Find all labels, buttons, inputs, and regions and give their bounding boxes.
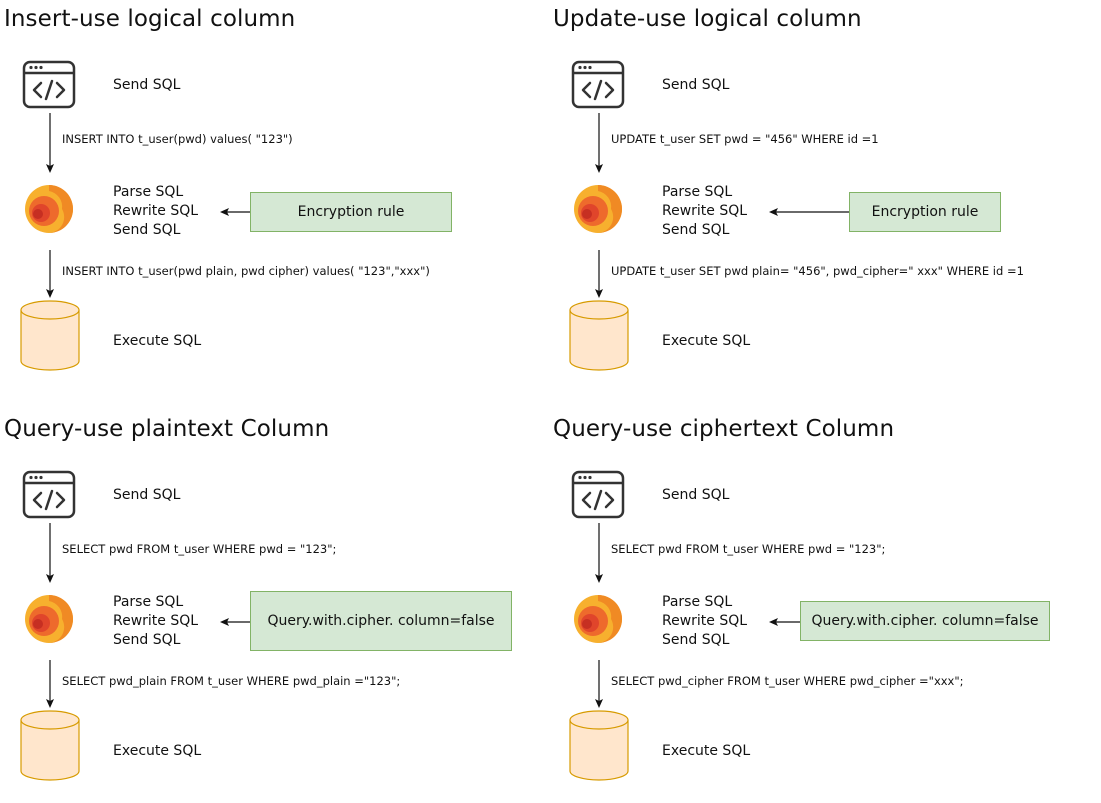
panel-title: Query-use ciphertext Column (553, 416, 895, 442)
rewrite-sql-label: Rewrite SQL (113, 203, 199, 219)
database-icon (20, 710, 80, 781)
arrow-left (769, 208, 849, 216)
arrow-down (46, 113, 54, 173)
execute-sql-label: Execute SQL (662, 743, 751, 759)
code-window-icon (22, 470, 76, 519)
panel-title: Query-use plaintext Column (4, 416, 330, 442)
panel-title: Update-use logical column (553, 6, 862, 32)
rewrite-sql-label: Rewrite SQL (113, 613, 199, 629)
database-icon (20, 300, 80, 371)
arrow-left (220, 618, 250, 626)
shardingsphere-logo-icon (574, 595, 622, 643)
parse-sql-label: Parse SQL (113, 594, 184, 610)
sql-output-text: INSERT INTO t_user(pwd plain, pwd cipher… (62, 264, 430, 278)
send-sql-label: Send SQL (662, 77, 730, 93)
panel-update: Update-use logical column Send SQL UPDAT… (549, 0, 1099, 393)
execute-sql-label: Execute SQL (113, 333, 202, 349)
send-sql-label-2: Send SQL (662, 632, 730, 648)
sql-output-text: UPDATE t_user SET pwd plain= "456", pwd_… (611, 264, 1024, 278)
send-sql-label-2: Send SQL (113, 222, 181, 238)
query-with-cipher-rule-box: Query.with.cipher. column=false (800, 601, 1050, 641)
parse-sql-label: Parse SQL (113, 184, 184, 200)
arrow-down (46, 660, 54, 708)
arrow-left (220, 208, 250, 216)
arrow-left (769, 618, 800, 626)
panel-query-ciphertext: Query-use ciphertext Column Send SQL SEL… (549, 410, 1099, 803)
execute-sql-label: Execute SQL (113, 743, 202, 759)
code-window-icon (22, 60, 76, 109)
send-sql-label: Send SQL (113, 77, 181, 93)
encryption-rule-box: Encryption rule (250, 192, 452, 232)
database-icon (569, 300, 629, 371)
database-icon (569, 710, 629, 781)
sql-input-text: UPDATE t_user SET pwd = "456" WHERE id =… (611, 132, 879, 146)
arrow-down (595, 660, 603, 708)
arrow-down (595, 523, 603, 583)
shardingsphere-logo-icon (574, 185, 622, 233)
rewrite-sql-label: Rewrite SQL (662, 203, 748, 219)
sql-output-text: SELECT pwd_cipher FROM t_user WHERE pwd_… (611, 674, 964, 688)
sql-input-text: INSERT INTO t_user(pwd) values( "123") (62, 132, 293, 146)
send-sql-label: Send SQL (662, 487, 730, 503)
send-sql-label-2: Send SQL (662, 222, 730, 238)
shardingsphere-logo-icon (25, 595, 73, 643)
encryption-rule-box: Encryption rule (849, 192, 1001, 232)
arrow-down (595, 250, 603, 298)
arrow-down (46, 250, 54, 298)
code-window-icon (571, 60, 625, 109)
parse-sql-label: Parse SQL (662, 184, 733, 200)
code-window-icon (571, 470, 625, 519)
panel-title: Insert-use logical column (4, 6, 296, 32)
panel-insert: Insert-use logical column Send SQL INSER… (0, 0, 550, 393)
shardingsphere-logo-icon (25, 185, 73, 233)
execute-sql-label: Execute SQL (662, 333, 751, 349)
parse-sql-label: Parse SQL (662, 594, 733, 610)
arrow-down (595, 113, 603, 173)
sql-input-text: SELECT pwd FROM t_user WHERE pwd = "123"… (611, 542, 886, 556)
arrow-down (46, 523, 54, 583)
panel-query-plaintext: Query-use plaintext Column Send SQL SELE… (0, 410, 550, 803)
sql-input-text: SELECT pwd FROM t_user WHERE pwd = "123"… (62, 542, 337, 556)
query-with-cipher-rule-box: Query.with.cipher. column=false (250, 591, 512, 651)
sql-output-text: SELECT pwd_plain FROM t_user WHERE pwd_p… (62, 674, 401, 688)
send-sql-label: Send SQL (113, 487, 181, 503)
send-sql-label-2: Send SQL (113, 632, 181, 648)
rewrite-sql-label: Rewrite SQL (662, 613, 748, 629)
